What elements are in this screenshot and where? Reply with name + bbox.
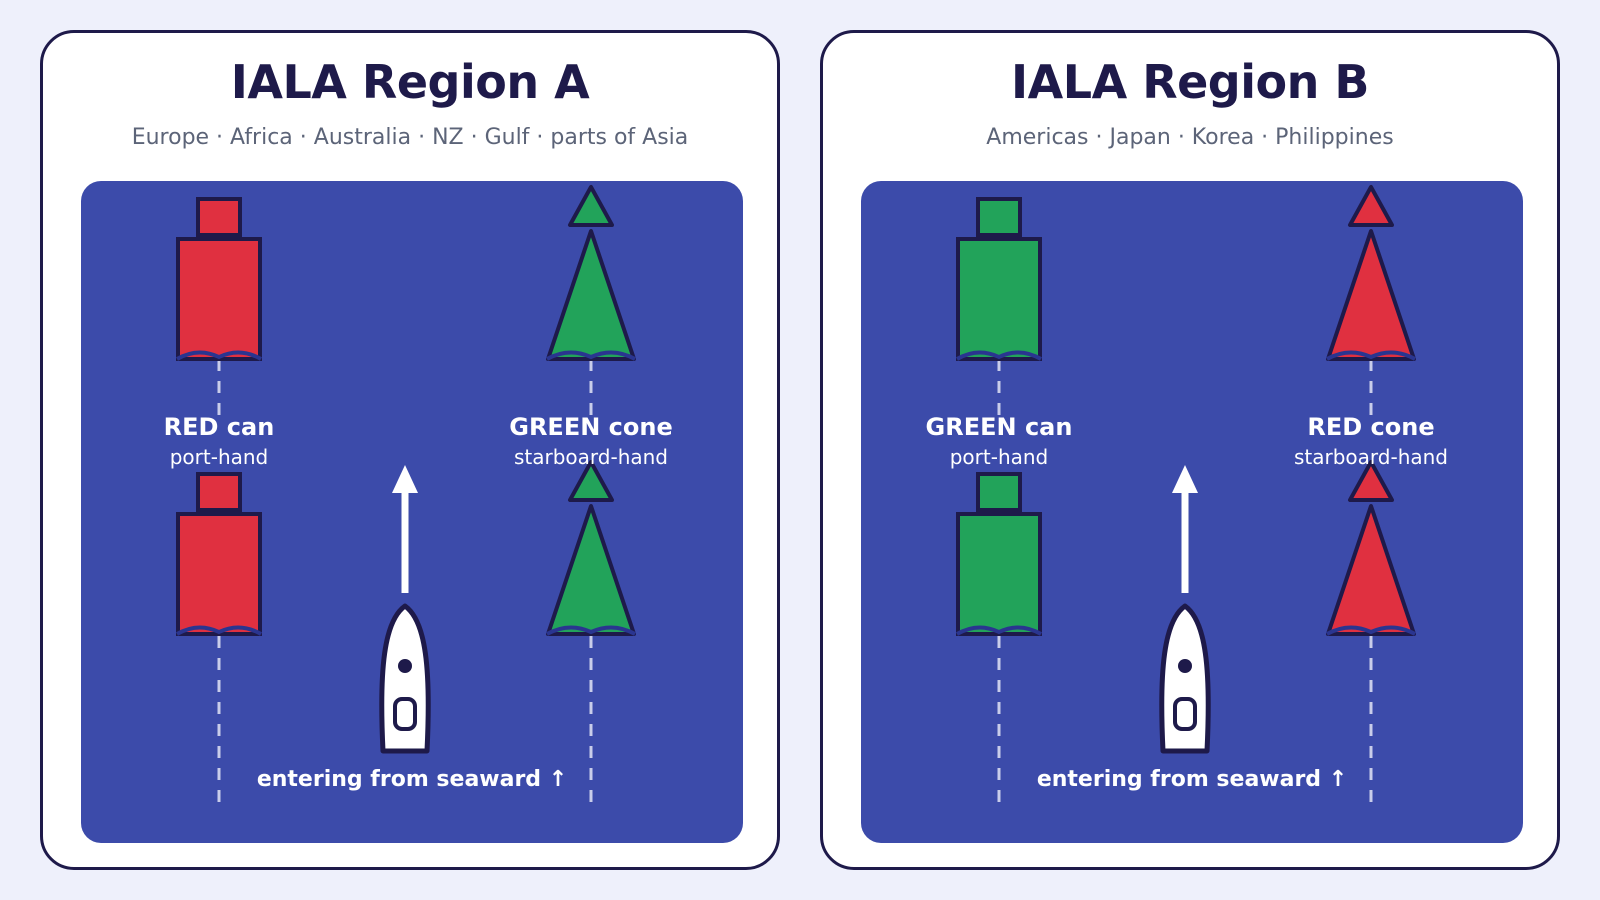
starboard-buoy-label: RED cone	[1307, 413, 1435, 441]
boat-icon	[1159, 603, 1211, 754]
region-a-title: IALA Region A	[230, 55, 590, 109]
port-can-buoy-top	[176, 197, 262, 361]
boat-icon	[379, 603, 431, 754]
port-can-buoy-bottom	[956, 472, 1042, 636]
dashed-channel-lines	[217, 359, 593, 806]
port-buoy-sublabel: port-hand	[949, 445, 1049, 469]
dashed-channel-lines	[997, 359, 1373, 806]
starboard-buoy-label: GREEN cone	[509, 413, 673, 441]
region-a-card: IALA Region A Europe · Africa · Australi…	[40, 30, 780, 870]
region-b-card: IALA Region B Americas · Japan · Korea ·…	[820, 30, 1560, 870]
port-can-buoy-bottom	[176, 472, 262, 636]
region-b-channel: GREEN can port-hand RED cone starboard-h…	[861, 181, 1523, 843]
seaward-caption: entering from seaward ↑	[1036, 767, 1348, 792]
starboard-cone-buoy-top	[1326, 185, 1416, 361]
starboard-cone-buoy-bottom	[1326, 460, 1416, 636]
port-buoy-label: RED can	[163, 413, 275, 441]
starboard-cone-buoy-top	[546, 185, 636, 361]
port-buoy-sublabel: port-hand	[169, 445, 269, 469]
heading-arrow-icon	[392, 465, 418, 593]
region-a-channel: RED can port-hand GREEN cone starboard-h…	[81, 181, 743, 843]
seaward-caption: entering from seaward ↑	[256, 767, 568, 792]
starboard-buoy-sublabel: starboard-hand	[513, 445, 668, 469]
heading-arrow-icon	[1172, 465, 1198, 593]
port-buoy-label: GREEN can	[925, 413, 1073, 441]
region-b-subtitle: Americas · Japan · Korea · Philippines	[986, 125, 1394, 150]
port-can-buoy-top	[956, 197, 1042, 361]
starboard-cone-buoy-bottom	[546, 460, 636, 636]
region-b-title: IALA Region B	[1011, 55, 1369, 109]
starboard-buoy-sublabel: starboard-hand	[1293, 445, 1448, 469]
region-a-subtitle: Europe · Africa · Australia · NZ · Gulf …	[131, 125, 689, 150]
